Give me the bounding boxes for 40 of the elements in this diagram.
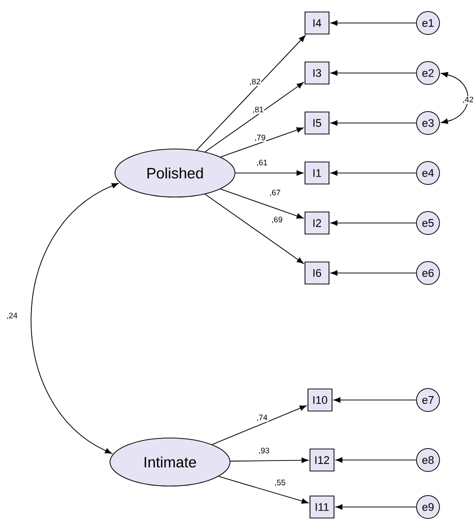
arrow — [230, 458, 308, 463]
observed-variable-box: I11 — [310, 496, 334, 518]
edge-label: ,82 — [248, 78, 262, 86]
edge-label: ,42 — [462, 96, 474, 104]
arrow — [334, 397, 416, 403]
edge-label: ,79 — [254, 134, 266, 142]
arrow — [30, 182, 119, 454]
arrow — [330, 70, 416, 76]
observed-variable-box: I1 — [304, 162, 330, 184]
arrow — [212, 405, 306, 445]
arrow — [441, 72, 468, 124]
edge-label: ,61 — [256, 159, 268, 167]
arrow — [218, 476, 308, 504]
arrow — [336, 504, 416, 510]
edge-label: ,81 — [252, 106, 264, 114]
observed-variable-box: I5 — [304, 112, 330, 134]
observed-variable-box: I6 — [304, 262, 330, 284]
edge-label: ,74 — [256, 414, 268, 422]
edge-label: ,67 — [268, 189, 282, 197]
arrow — [196, 35, 306, 151]
arrow — [235, 170, 304, 176]
arrow — [330, 170, 416, 176]
observed-variable-box: I2 — [304, 212, 330, 234]
arrow — [330, 220, 416, 226]
arrow — [330, 270, 416, 276]
arrow — [220, 127, 304, 158]
arrow — [330, 20, 416, 26]
arrow — [220, 188, 304, 219]
observed-variable-box: I3 — [304, 62, 330, 84]
edge-label: ,55 — [274, 479, 286, 487]
edge-label: ,93 — [258, 447, 270, 455]
arrow — [204, 82, 304, 152]
observed-variable-box: I12 — [310, 448, 334, 472]
observed-variable-box: I4 — [304, 12, 330, 34]
arrow — [204, 194, 304, 264]
edge-label: ,24 — [6, 312, 18, 320]
arrow — [330, 120, 416, 126]
arrow — [336, 457, 416, 463]
observed-variable-box: I10 — [308, 388, 332, 412]
edge-label: ,69 — [270, 216, 284, 224]
